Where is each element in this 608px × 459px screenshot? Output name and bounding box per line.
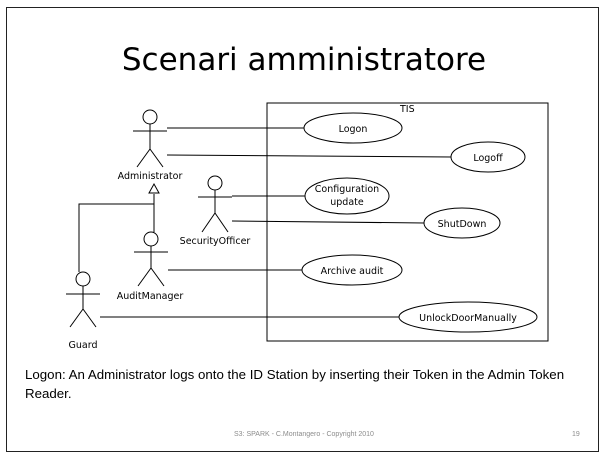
slide-footer: S3: SPARK - C.Montangero - Copyright 201… [234,431,374,438]
slide-description: Logon: An Administrator logs onto the ID… [25,367,565,401]
system-boundary-label: TIS [399,104,415,115]
use-case-configuration-update [304,177,390,215]
use-case-logon [303,112,403,144]
use-case-label-configuration: Configuration [315,184,379,195]
actor-securityofficer [198,175,232,233]
assoc-securityofficer-shutdown [231,220,425,224]
use-case-label-archive-audit: Archive audit [321,266,384,277]
actor-label-auditmanager: AuditManager [117,291,184,302]
use-case-unlock-door [398,301,538,333]
generalization-arrowhead [148,182,160,194]
actor-auditmanager [134,231,168,287]
slide-title: Scenari amministratore [121,42,487,78]
actor-guard [66,271,100,328]
use-case-archive-audit [301,254,403,286]
use-case-logoff [450,141,526,173]
use-case-label-shutdown: ShutDown [438,219,487,230]
generalization-guard [78,203,154,272]
use-case-label-logon: Logon [339,124,368,135]
use-case-label-logoff: Logoff [473,153,503,164]
use-case-label-update: update [330,197,364,208]
actor-label-guard: Guard [69,340,98,351]
actor-label-securityofficer: SecurityOfficer [180,236,251,247]
actor-administrator [133,109,167,168]
use-case-label-unlock-door: UnlockDoorManually [419,313,517,324]
actor-label-administrator: Administrator [118,171,183,182]
use-case-shutdown [423,207,501,239]
page-number: 19 [572,431,580,438]
assoc-administrator-logoff [166,154,453,158]
